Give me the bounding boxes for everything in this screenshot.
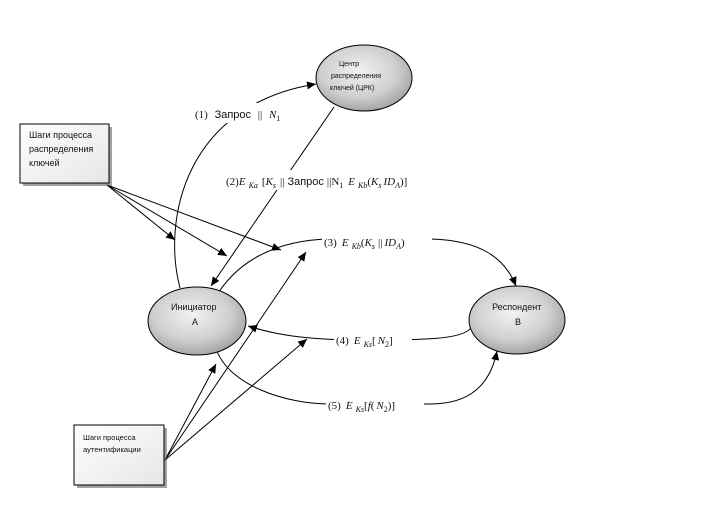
pointer-distribution-3 — [106, 184, 282, 251]
initiator-label-line1: Инициатор — [171, 302, 217, 312]
authentication-box-line1: Шаги процесса — [83, 433, 136, 442]
pointer-distribution-1 — [106, 184, 176, 241]
svg-text:Инициатор А: Инициатор А — [171, 302, 219, 327]
distribution-steps-box: Шаги процесса распределения ключей — [19, 123, 112, 186]
arrow-request — [174, 81, 317, 289]
svg-text:Шаги процесса аутентифик: Шаги процесса аутентификации — [83, 433, 141, 454]
authentication-box-line2: аутентификации — [83, 445, 141, 454]
kdc-label-line2: распределения — [331, 73, 381, 80]
svg-text:Центр распределения: Центр распределения ключей (ЦРК) — [330, 61, 383, 92]
message-1-label: (1) Запрос || N1 — [195, 109, 280, 123]
pointer-authentication-2 — [164, 251, 307, 461]
svg-text:Шаги процесса распределе: Шаги процесса распределения ключей — [29, 130, 96, 168]
svg-text:Респондент В: Респондент В — [492, 302, 544, 327]
distribution-box-line3: ключей — [29, 158, 60, 168]
responder-label-line2: В — [515, 317, 521, 327]
pointer-authentication-1 — [164, 363, 217, 461]
pointer-distribution-2 — [106, 184, 228, 257]
initiator-label-line2: А — [192, 317, 198, 327]
distribution-box-line2: распределения — [29, 144, 93, 154]
responder-label-line1: Респондент — [492, 302, 541, 312]
arrow-kdc-reply — [210, 106, 335, 287]
pointer-authentication-3 — [164, 338, 308, 461]
responder-node: Респондент В — [468, 285, 566, 355]
kdc-node: Центр распределения ключей (ЦРК) — [315, 44, 413, 112]
initiator-node: Инициатор А — [147, 286, 247, 356]
kdc-label-line3: ключей (ЦРК) — [330, 84, 374, 92]
kdc-label-line1: Центр — [339, 61, 359, 68]
authentication-steps-box: Шаги процесса аутентификации — [73, 424, 167, 488]
distribution-box-line1: Шаги процесса — [29, 130, 92, 140]
